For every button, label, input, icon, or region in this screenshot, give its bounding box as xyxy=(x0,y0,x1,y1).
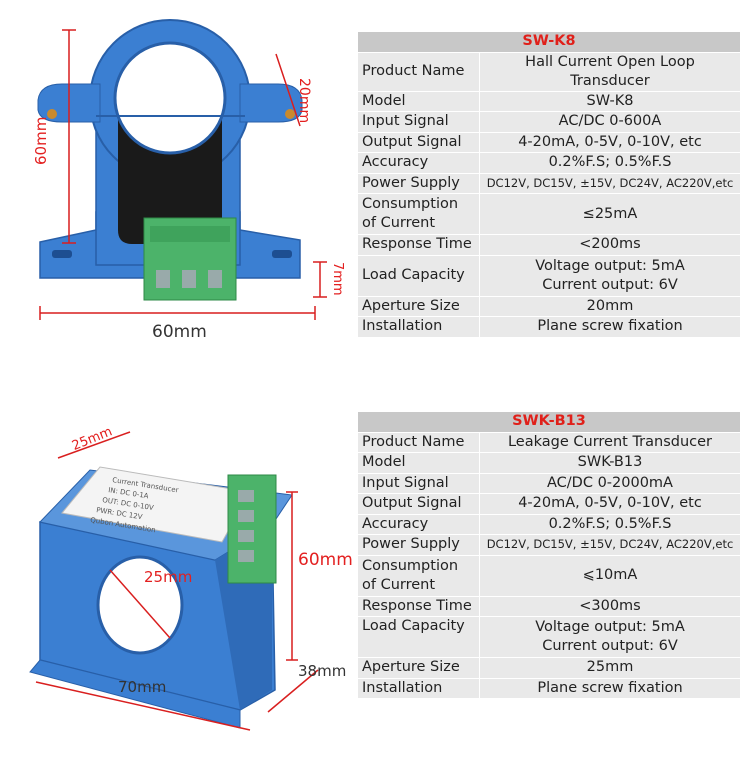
thickness-dimension-label: 38mm xyxy=(298,662,347,680)
spec-value: DC12V, DC15V, ±15V, DC24V, AC220V,etc xyxy=(479,172,741,194)
spec-label: Aperture Size xyxy=(357,295,480,317)
height-dimension-label: 60mm xyxy=(32,116,50,165)
spec-label: Load Capacity xyxy=(357,616,480,658)
spec-label: Output Signal xyxy=(357,131,480,153)
spec-label: Input Signal xyxy=(357,111,480,133)
spec-label: Installation xyxy=(357,316,480,338)
aperture-dimension-label: 25mm xyxy=(144,568,193,586)
spec-value: Plane screw fixation xyxy=(479,316,741,338)
spec-value: <200ms xyxy=(479,234,741,256)
spec-label: Accuracy xyxy=(357,152,480,174)
spec-label: Model xyxy=(357,452,480,474)
spec-value: <300ms xyxy=(479,595,741,617)
product-panel-swk-b13: Current Transducer IN: DC 0-1A OUT: DC 0… xyxy=(0,380,750,763)
spec-value: ⩽10mA xyxy=(479,554,741,597)
swk-b13-product-photo: Current Transducer IN: DC 0-1A OUT: DC 0… xyxy=(29,431,319,731)
spec-value: 0.2%F.S; 0.5%F.S xyxy=(479,513,741,535)
spec-label: Product Name xyxy=(357,51,480,92)
spec-value: ≤25mA xyxy=(479,193,741,235)
spec-label: Installation xyxy=(357,677,480,699)
spec-value: Plane screw fixation xyxy=(479,677,741,699)
spec-label: Load Capacity xyxy=(357,254,480,297)
spec-value: Hall Current Open Loop Transducer xyxy=(479,51,741,92)
aperture-dimension-label: 20mm xyxy=(296,78,312,124)
base-dimension-label: 7mm xyxy=(330,262,345,296)
spec-value: 25mm xyxy=(479,657,741,679)
spec-label: Accuracy xyxy=(357,513,480,535)
height-dimension-label: 60mm xyxy=(298,550,353,570)
spec-value: DC12V, DC15V, ±15V, DC24V, AC220V,etc xyxy=(479,534,741,556)
spec-value: AC/DC 0-600A xyxy=(479,111,741,133)
spec-label: Consumption of Current xyxy=(357,554,480,597)
spec-value: AC/DC 0-2000mA xyxy=(479,472,741,494)
spec-value: Leakage Current Transducer xyxy=(479,431,741,453)
spec-label: Input Signal xyxy=(357,472,480,494)
spec-label: Power Supply xyxy=(357,172,480,194)
spec-label: Output Signal xyxy=(357,493,480,515)
spec-value: 0.2%F.S; 0.5%F.S xyxy=(479,152,741,174)
spec-label: Response Time xyxy=(357,595,480,617)
spec-label: Power Supply xyxy=(357,534,480,556)
spec-label: Model xyxy=(357,90,480,112)
spec-label: Aperture Size xyxy=(357,657,480,679)
spec-value: Voltage output: 5mA Current output: 6V xyxy=(479,616,741,658)
spec-value: 20mm xyxy=(479,295,741,317)
spec-table-title: SW-K8 xyxy=(357,31,741,53)
spec-value: SW-K8 xyxy=(479,90,741,112)
spec-label: Consumption of Current xyxy=(357,193,480,235)
spec-value: 4-20mA, 0-5V, 0-10V, etc xyxy=(479,131,741,153)
width-dimension-label: 60mm xyxy=(152,322,207,342)
spec-label: Product Name xyxy=(357,431,480,453)
spec-label: Response Time xyxy=(357,234,480,256)
width-dimension-label: 70mm xyxy=(118,678,167,696)
spec-value: SWK-B13 xyxy=(479,452,741,474)
spec-value: Voltage output: 5mA Current output: 6V xyxy=(479,254,741,297)
spec-value: 4-20mA, 0-5V, 0-10V, etc xyxy=(479,493,741,515)
sw-k8-product-photo xyxy=(37,19,327,320)
spec-table-title: SWK-B13 xyxy=(357,411,741,433)
